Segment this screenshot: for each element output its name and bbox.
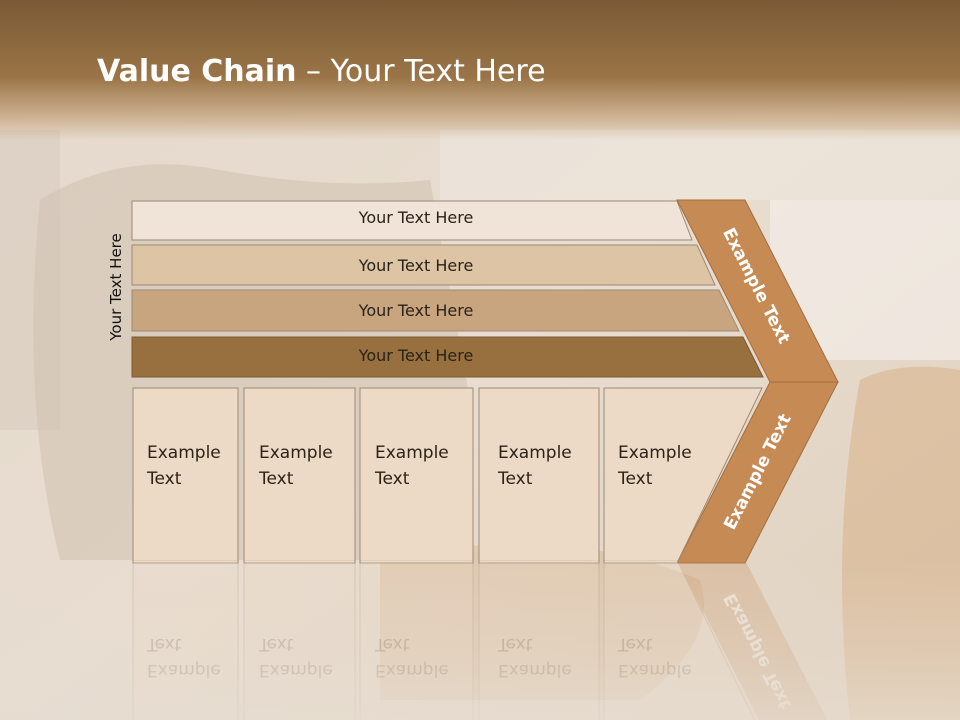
column-text-1-line1: Example [147, 443, 221, 463]
band-label-4: Your Text Here [358, 346, 474, 365]
primary-activity-2[interactable] [243, 387, 356, 564]
page-title: Value Chain – Your Text Here [97, 54, 546, 89]
title-rest: – Your Text Here [296, 54, 546, 89]
title-bold: Value Chain [97, 54, 297, 89]
reflection-fade [0, 560, 960, 720]
column-text-4-line1: Example [498, 443, 572, 463]
support-band-2[interactable] [131, 244, 716, 286]
column-text-4-line2: Text [498, 469, 533, 489]
header-bar [0, 0, 960, 140]
column-text-5-line1: Example [618, 443, 692, 463]
support-band-1[interactable] [131, 200, 693, 241]
band-label-3: Your Text Here [358, 301, 474, 320]
primary-activity-4[interactable] [478, 387, 600, 564]
column-text-3-line2: Text [375, 469, 410, 489]
column-text-2-line1: Example [259, 443, 333, 463]
column-text-5-line2: Text [618, 469, 653, 489]
primary-activity-3[interactable] [359, 387, 474, 564]
column-text-3-line1: Example [375, 443, 449, 463]
support-band-4[interactable] [131, 336, 764, 378]
band-label-1: Your Text Here [358, 208, 474, 227]
support-band-3[interactable] [131, 289, 740, 332]
column-text-2-line2: Text [259, 469, 294, 489]
column-text-1-line2: Text [147, 469, 182, 489]
band-label-2: Your Text Here [358, 256, 474, 275]
